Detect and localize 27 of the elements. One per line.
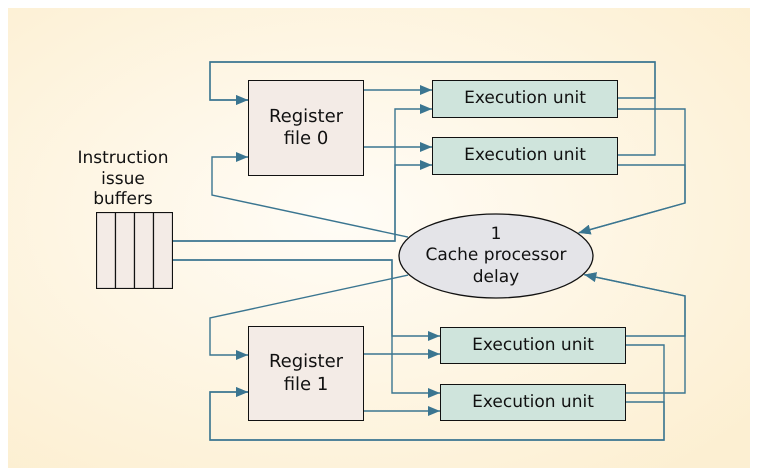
arrow bbox=[172, 160, 432, 242]
arrow bbox=[172, 259, 440, 398]
arrow bbox=[578, 164, 686, 234]
node-label: Register file 1 bbox=[268, 351, 344, 396]
arrow bbox=[209, 387, 665, 441]
arrow bbox=[209, 61, 656, 156]
register-file-box bbox=[248, 80, 364, 176]
execution-unit-box bbox=[432, 137, 618, 175]
buffer-heading: Instruction issue buffers bbox=[76, 148, 170, 210]
arrow bbox=[364, 406, 440, 416]
arrow bbox=[584, 272, 686, 394]
node-label: Execution unit bbox=[464, 88, 586, 110]
execution-unit-box bbox=[440, 384, 626, 421]
node-label: Register file 0 bbox=[268, 106, 344, 150]
arrow bbox=[364, 349, 440, 359]
node-label: Execution unit bbox=[472, 334, 594, 356]
arrow bbox=[364, 85, 432, 95]
register-file-box bbox=[248, 326, 364, 421]
node-label: Execution unit bbox=[472, 392, 594, 414]
delay-count: 1 bbox=[490, 224, 502, 246]
execution-unit-box bbox=[432, 80, 618, 118]
arrow bbox=[209, 274, 408, 360]
node-label: Cache processor delay bbox=[424, 245, 568, 288]
arrow bbox=[211, 152, 408, 238]
arrow bbox=[364, 142, 432, 152]
node-label: Execution unit bbox=[464, 145, 586, 167]
execution-unit-box bbox=[440, 327, 626, 364]
